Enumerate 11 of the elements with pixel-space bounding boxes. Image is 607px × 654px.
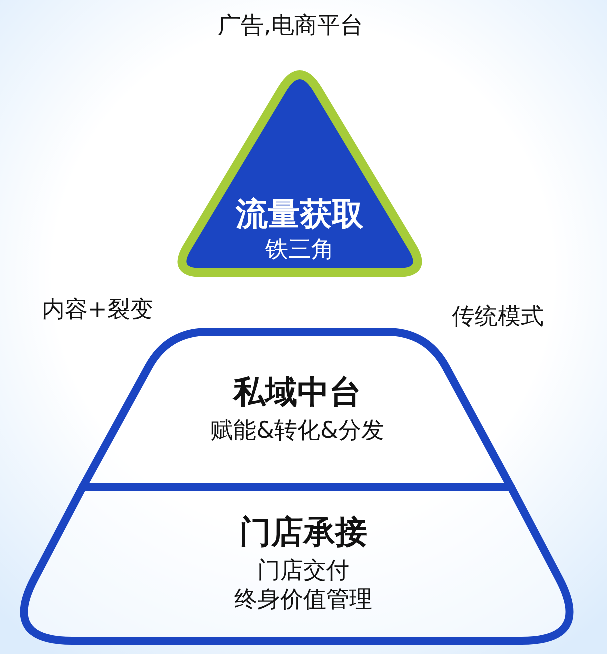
annotation-text: 内容+裂变 bbox=[42, 297, 154, 324]
tier-heading: 私域中台 bbox=[234, 374, 362, 411]
tier-heading: 门店承接 bbox=[240, 514, 368, 551]
tier-subtitle: 门店交付 bbox=[258, 558, 350, 584]
tier-subtitle: 铁三角 bbox=[266, 237, 334, 264]
tier-subtitle: 终身价值管理 bbox=[234, 587, 372, 614]
tier-heading: 流量获取 bbox=[236, 196, 364, 233]
annotation-text: 传统模式 bbox=[452, 304, 544, 330]
annotation-text: 广告,电商平台 bbox=[218, 13, 364, 40]
tier-subtitle: 赋能&转化&分发 bbox=[210, 418, 384, 444]
pyramid-top-triangle bbox=[180, 70, 420, 280]
